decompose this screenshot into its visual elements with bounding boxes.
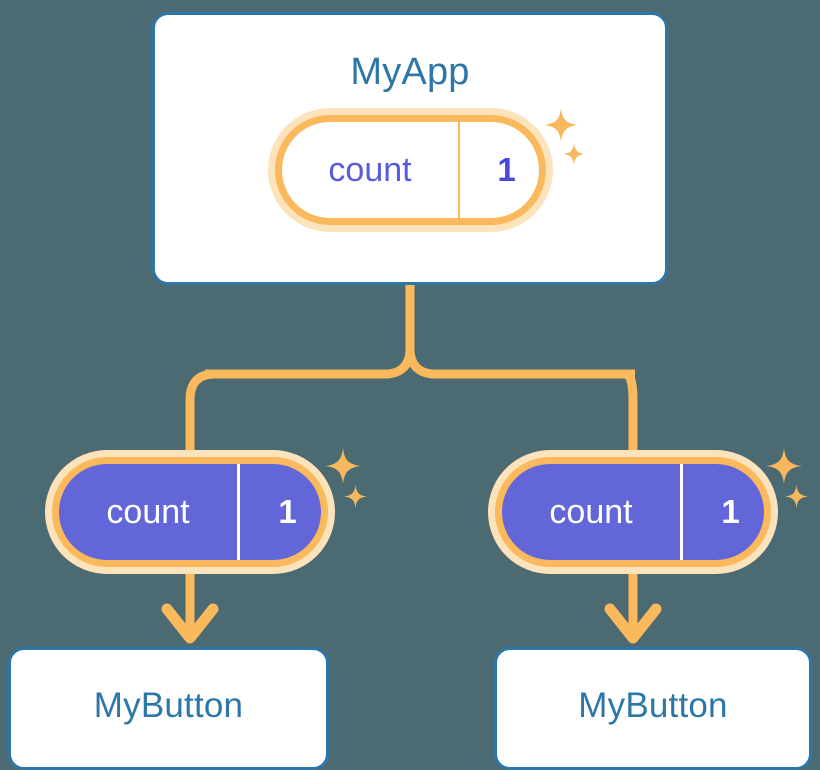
child-component-card-left[interactable]: MyButton <box>8 647 329 770</box>
state-pill-key: count <box>549 492 633 531</box>
state-pill-right[interactable]: count 1 <box>488 450 778 574</box>
sparkle-large-icon <box>325 448 361 484</box>
state-pill-value: 1 <box>237 464 321 560</box>
state-pill-ring: count 1 <box>275 115 546 225</box>
sparkle-large-icon <box>766 448 802 484</box>
connector-right-branch <box>624 369 638 452</box>
sparkle-small-icon <box>785 485 808 508</box>
child-card-title: MyButton <box>578 686 728 725</box>
state-pill-value: 1 <box>458 122 539 218</box>
state-pill-ring: count 1 <box>495 457 771 567</box>
sparkle-small-icon <box>344 485 367 508</box>
state-pill-ring: count 1 <box>52 457 328 567</box>
child-component-card-right[interactable]: MyButton <box>494 647 812 770</box>
child-card-title: MyButton <box>93 686 244 725</box>
state-pill-value: 1 <box>680 464 764 560</box>
page-title: MyApp <box>350 51 470 93</box>
state-pill-key: count <box>328 150 412 189</box>
connector-split-fillet-left <box>205 351 415 379</box>
connector-split-fillet-right <box>405 351 635 379</box>
connector-left-branch <box>185 369 216 452</box>
state-pill-root[interactable]: count 1 <box>268 108 553 232</box>
state-pill-left[interactable]: count 1 <box>45 450 335 574</box>
connector-right-arrow-head <box>604 603 662 644</box>
connector-left-arrow-head <box>161 603 219 644</box>
state-pill-key: count <box>106 492 190 531</box>
